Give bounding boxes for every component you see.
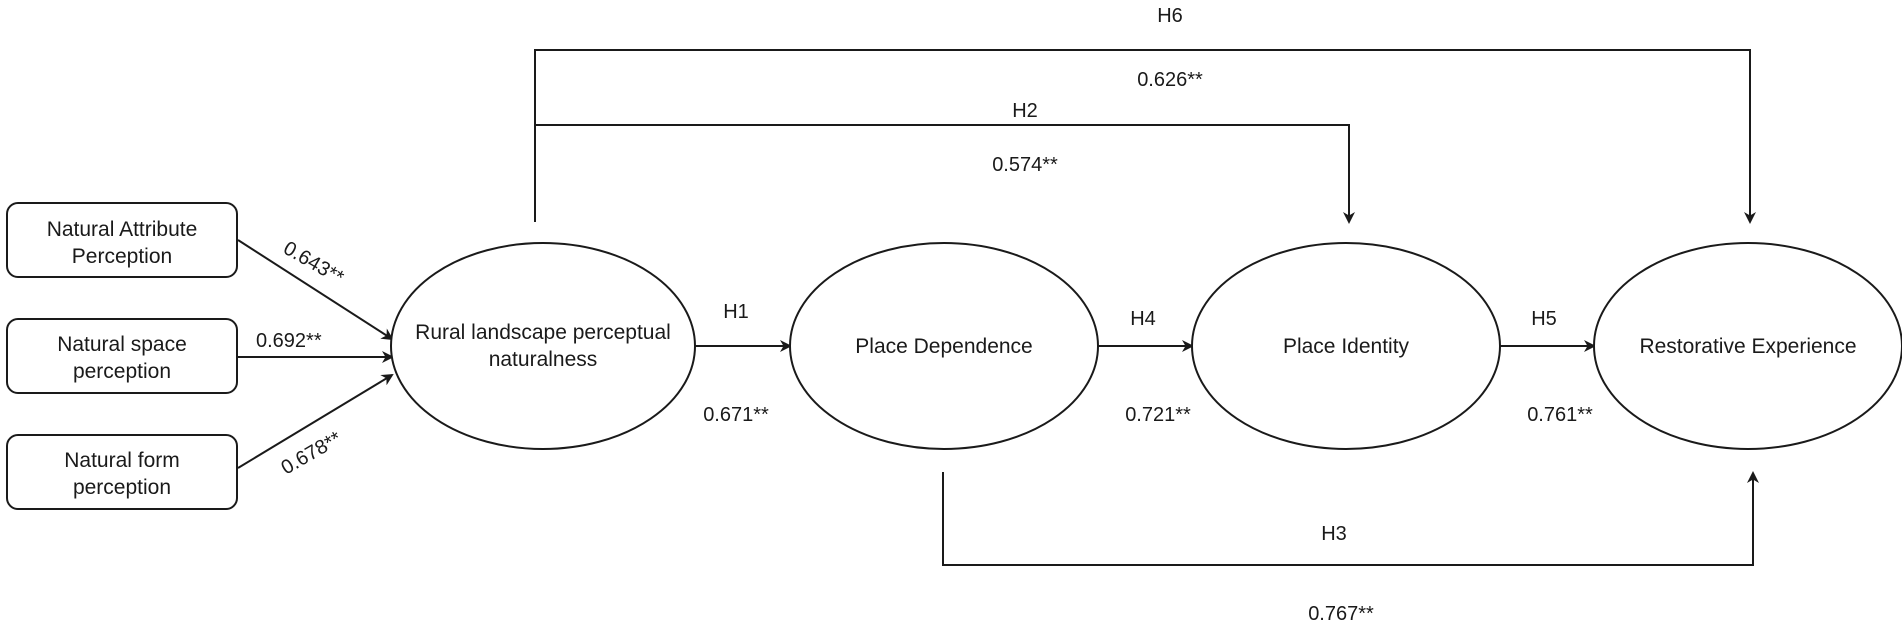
- indicator-label-line: perception: [73, 476, 171, 499]
- edge-nfp-rlpn: [237, 373, 394, 469]
- indicator-label-line: Natural Attribute: [47, 218, 198, 241]
- indicator-natural-attribute-perception[interactable]: Natural Attribute Perception: [6, 202, 238, 278]
- coefficient-label-h2: 0.574**: [992, 154, 1058, 176]
- loading-labels: 0.643** 0.692** 0.678**: [256, 237, 348, 479]
- construct-rural-landscape-perceptual-naturalness[interactable]: Rural landscape perceptual naturalness: [390, 242, 696, 450]
- coefficient-label-h3: 0.767**: [1308, 603, 1374, 624]
- indicator-natural-form-perception[interactable]: Natural form perception: [6, 434, 238, 510]
- coefficient-label-h5: 0.761**: [1527, 404, 1593, 426]
- hypothesis-label-h2: H2: [1012, 100, 1038, 122]
- hypothesis-label-h4: H4: [1130, 308, 1156, 330]
- indicator-boxes: Natural Attribute Perception Natural spa…: [6, 202, 238, 510]
- loading-label-nap: 0.643**: [280, 237, 348, 289]
- construct-label-line: Rural landscape perceptual: [415, 321, 671, 344]
- coefficient-label-h6: 0.626**: [1137, 69, 1203, 91]
- hypothesis-label-h6: H6: [1157, 5, 1183, 27]
- construct-label: Place Identity: [1283, 335, 1410, 358]
- hypothesis-label-h5: H5: [1531, 308, 1557, 330]
- edge-nap-rlpn: [237, 239, 394, 341]
- construct-place-dependence[interactable]: Place Dependence: [789, 242, 1099, 450]
- hypothesis-label-h1: H1: [723, 301, 749, 323]
- coefficient-label-h4: 0.721**: [1125, 404, 1191, 426]
- hypothesis-labels: H1 H2 H3 H4 H5 H6: [723, 5, 1557, 545]
- edge-h6: [534, 49, 1756, 224]
- indicator-natural-space-perception[interactable]: Natural space perception: [6, 318, 238, 394]
- construct-nodes: Rural landscape perceptual naturalness P…: [390, 242, 1902, 450]
- construct-place-identity[interactable]: Place Identity: [1191, 242, 1501, 450]
- coefficient-label-h1: 0.671**: [703, 404, 769, 426]
- loading-label-nfp: 0.678**: [278, 427, 346, 479]
- indicator-label-line: perception: [73, 360, 171, 383]
- hypothesis-label-h3: H3: [1321, 523, 1347, 545]
- indicator-label-line: Perception: [72, 245, 172, 268]
- construct-label-line: naturalness: [489, 348, 598, 371]
- edge-h3: [942, 471, 1759, 566]
- edge-h2: [535, 124, 1355, 224]
- indicator-label-line: Natural space: [57, 333, 187, 356]
- construct-label: Place Dependence: [855, 335, 1032, 358]
- construct-restorative-experience[interactable]: Restorative Experience: [1593, 242, 1902, 450]
- connectors: [237, 49, 1759, 566]
- loading-label-nsp: 0.692**: [256, 330, 322, 352]
- construct-label: Restorative Experience: [1639, 335, 1856, 358]
- indicator-label-line: Natural form: [64, 449, 180, 472]
- coefficient-labels: 0.671** 0.574** 0.767** 0.721** 0.761** …: [703, 69, 1593, 624]
